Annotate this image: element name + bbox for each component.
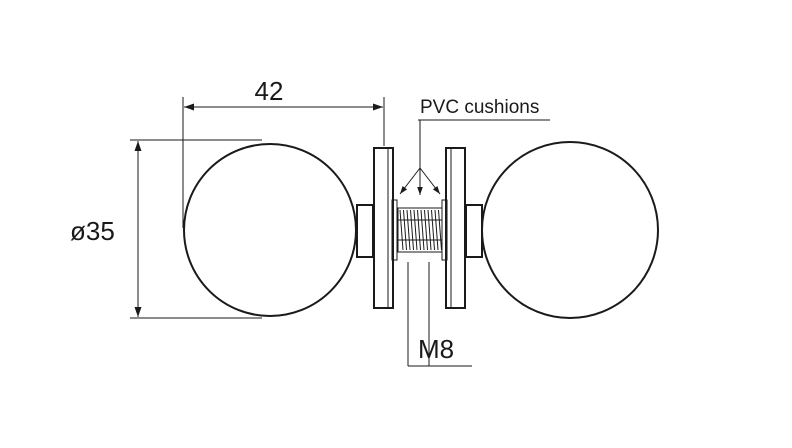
cushions-leader bbox=[399, 119, 550, 195]
thread-line bbox=[420, 209, 425, 251]
right-knob-neck bbox=[465, 204, 483, 258]
cushions-label: PVC cushions bbox=[420, 97, 539, 118]
thread-line bbox=[417, 209, 421, 251]
thread-line bbox=[403, 209, 407, 251]
thread-line bbox=[410, 209, 414, 251]
right-plate bbox=[445, 147, 466, 309]
threaded-rod bbox=[397, 207, 443, 253]
left-knob bbox=[183, 143, 357, 317]
thread-leader bbox=[407, 262, 472, 367]
right-knob bbox=[481, 141, 659, 319]
thread-line bbox=[431, 209, 435, 251]
thread-line bbox=[406, 209, 411, 251]
thread-line bbox=[427, 209, 432, 251]
width-dimension bbox=[182, 97, 385, 228]
diameter-dimension bbox=[130, 139, 262, 319]
thread-line bbox=[413, 209, 418, 251]
left-plate bbox=[373, 147, 394, 309]
thread-line bbox=[438, 209, 442, 251]
diameter-dimension-label: ø35 bbox=[70, 216, 115, 246]
thread-line bbox=[434, 209, 439, 251]
left-cushion bbox=[391, 199, 398, 261]
left-knob-neck bbox=[356, 204, 374, 258]
thread-line bbox=[424, 209, 428, 251]
thread-label: M8 bbox=[418, 334, 454, 364]
thread-line bbox=[399, 209, 404, 251]
width-dimension-label: 42 bbox=[255, 76, 284, 106]
